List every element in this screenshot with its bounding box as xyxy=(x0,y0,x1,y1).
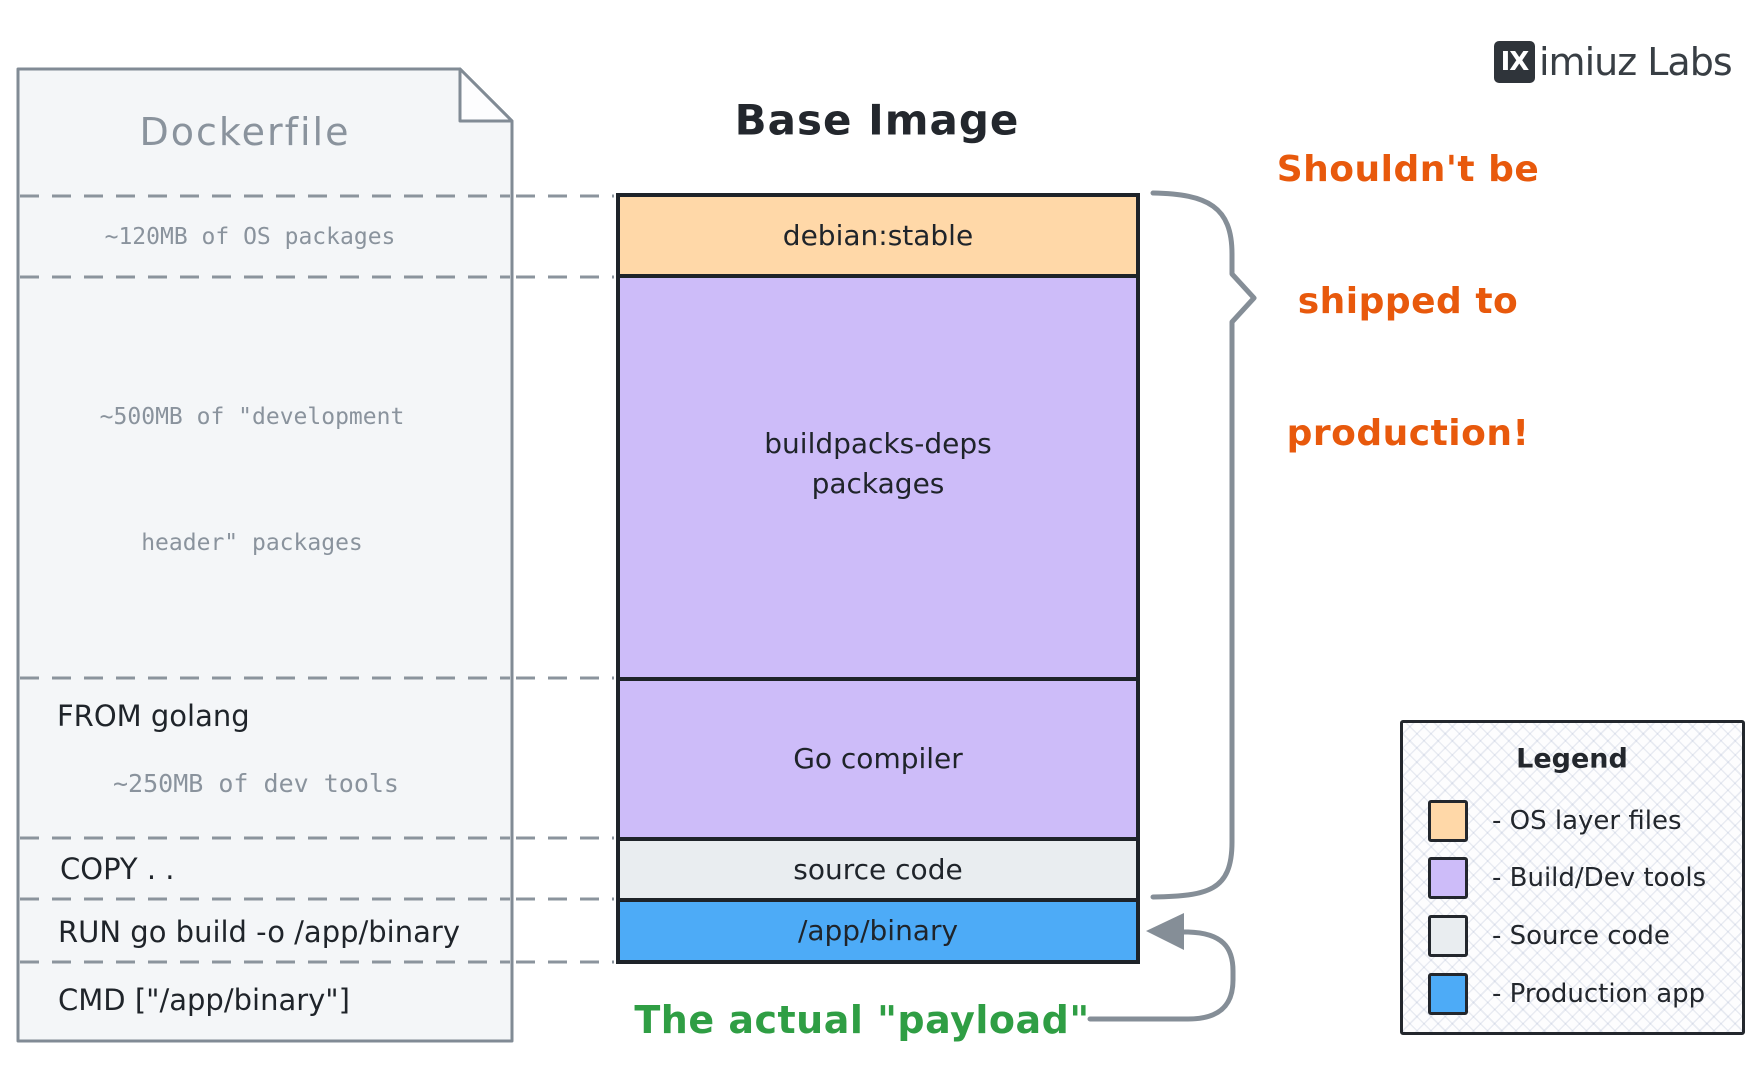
layer-label: source code xyxy=(793,852,963,886)
layer-label-line2: packages xyxy=(811,466,945,500)
note-dev-packages: ~500MB of "development header" packages xyxy=(100,312,405,648)
legend-label-source-code: - Source code xyxy=(1492,921,1670,951)
legend-swatch-source-code xyxy=(1428,915,1468,957)
production-warning-brace xyxy=(1150,190,1257,900)
layer-source-code: source code xyxy=(616,837,1140,902)
instruction-copy: COPY . . xyxy=(60,852,175,886)
legend-label-build-dev: - Build/Dev tools xyxy=(1492,863,1707,893)
dockerfile-title: Dockerfile xyxy=(139,110,351,154)
layer-label-line1: buildpacks-deps xyxy=(764,426,992,460)
layer-go-compiler: Go compiler xyxy=(616,677,1140,841)
warning-line1: Shouldn't be xyxy=(1276,149,1540,190)
note-dev-tools: ~250MB of dev tools xyxy=(113,769,399,798)
base-image-title: Base Image xyxy=(734,95,1020,145)
layer-app-binary: /app/binary xyxy=(616,898,1140,964)
legend-label-production-app: - Production app xyxy=(1492,979,1706,1009)
legend-title: Legend xyxy=(1516,743,1628,775)
legend-swatch-os-layer xyxy=(1428,800,1468,842)
iximiuz-labs-logo: IX imiuz Labs xyxy=(1494,40,1733,84)
layer-label: /app/binary xyxy=(797,914,959,947)
legend-swatch-production-app xyxy=(1428,973,1468,1015)
layer-buildpacks-deps: buildpacks-deps packages xyxy=(616,274,1140,681)
layer-label: debian:stable xyxy=(782,218,974,252)
document-fold-corner xyxy=(458,67,514,123)
warning-line2: shipped to xyxy=(1297,281,1519,322)
iximiuz-logo-badge: IX xyxy=(1494,41,1535,83)
payload-arrow-line xyxy=(1087,929,1236,1022)
payload-note: The actual "payload" xyxy=(634,998,1090,1042)
legend-label-os-layer: - OS layer files xyxy=(1492,806,1682,836)
note-dev-line1: ~500MB of "development xyxy=(99,404,405,430)
production-warning-note: Shouldn't be shipped to production! xyxy=(1277,60,1540,544)
note-dev-line2: header" packages xyxy=(141,530,363,556)
note-os-packages: ~120MB of OS packages xyxy=(104,224,396,250)
instruction-cmd: CMD ["/app/binary"] xyxy=(58,983,350,1017)
instruction-from: FROM golang xyxy=(57,699,250,733)
legend-swatch-build-dev xyxy=(1428,857,1468,899)
layer-debian-stable: debian:stable xyxy=(616,193,1140,278)
payload-arrowhead-icon xyxy=(1146,913,1184,950)
layer-label: buildpacks-deps packages xyxy=(764,424,991,504)
instruction-run: RUN go build -o /app/binary xyxy=(58,915,460,949)
layer-label: Go compiler xyxy=(793,742,963,775)
iximiuz-logo-text: imiuz Labs xyxy=(1539,40,1733,84)
warning-line3: production! xyxy=(1286,413,1530,454)
dockerfile-document-shape xyxy=(16,67,514,1043)
